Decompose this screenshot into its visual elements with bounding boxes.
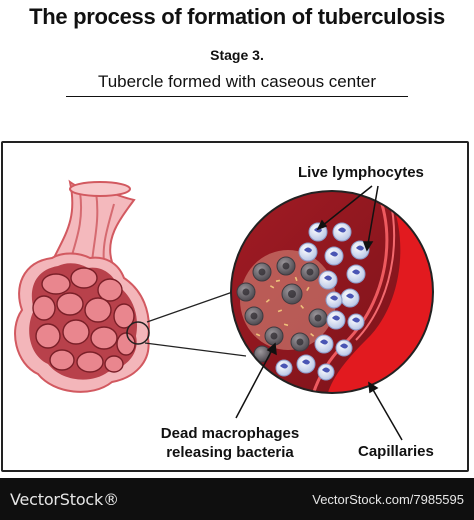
stage-subtitle: Tubercle formed with caseous center <box>66 72 408 97</box>
diagram-frame <box>1 141 469 472</box>
tubercle-magnified-icon <box>230 190 434 394</box>
diagram-illustration <box>14 179 434 441</box>
lymphocyte-icon <box>275 222 370 381</box>
stage-label: Stage 3. <box>210 47 264 63</box>
macrophage-icon <box>236 256 328 363</box>
live-lymphocytes-label: Live lymphocytes <box>298 164 424 181</box>
dead-macrophages-label: Dead macrophages releasing bacteria <box>140 424 320 462</box>
brand-logo[interactable]: VectorStock® <box>10 490 119 509</box>
dead-macrophages-line1: Dead macrophages <box>160 425 300 442</box>
dead-macrophages-line2: releasing bacteria <box>166 444 294 461</box>
capillaries-label: Capillaries <box>358 443 434 460</box>
alveoli-cluster-icon <box>14 179 150 393</box>
image-id-link[interactable]: VectorStock.com/7985595 <box>312 492 464 507</box>
page-title: The process of formation of tuberculosis <box>29 4 445 29</box>
footer-bar: VectorStock® VectorStock.com/7985595 <box>0 478 474 520</box>
